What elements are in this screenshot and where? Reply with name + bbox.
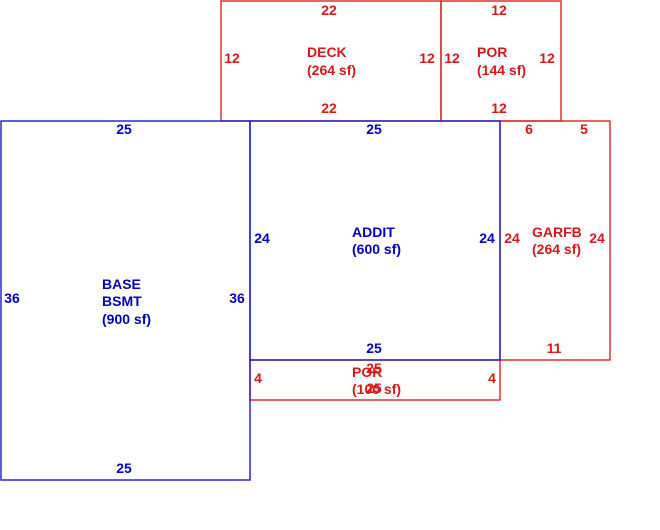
- deck-dim-top: 22: [321, 2, 337, 18]
- por-top-dim-left: 12: [444, 50, 460, 66]
- garfb-dim-top-b: 5: [580, 121, 588, 137]
- addit-dim-left: 24: [254, 230, 270, 246]
- garfb-name: GARFB: [532, 224, 582, 240]
- por-bottom-dim-top: 25: [366, 360, 382, 376]
- base-size: (900 sf): [102, 311, 151, 327]
- addit-dim-right: 24: [479, 230, 495, 246]
- garfb-dim-right: 24: [589, 230, 605, 246]
- deck-size: (264 sf): [307, 62, 356, 78]
- garfb-size: (264 sf): [532, 241, 581, 257]
- deck-dim-left: 12: [224, 50, 240, 66]
- base-name-line2: BSMT: [102, 293, 142, 309]
- addit-outline: [249, 120, 501, 361]
- por-top-dim-bottom: 12: [491, 100, 507, 116]
- garfb-dim-bottom: 11: [547, 340, 562, 356]
- addit-size: (600 sf): [352, 241, 401, 257]
- garfb-dim-left: 24: [504, 230, 520, 246]
- base-dim-bottom: 25: [116, 460, 132, 476]
- por-bottom-size: (100 sf): [352, 381, 401, 397]
- por-bottom-dim-bottom: 25: [366, 380, 382, 396]
- base-name-line1: BASE: [102, 276, 141, 292]
- por-top-dim-right: 12: [539, 50, 555, 66]
- por-top-size: (144 sf): [477, 62, 526, 78]
- addit-dim-top: 25: [366, 121, 382, 137]
- deck-dim-right: 12: [419, 50, 435, 66]
- deck-name: DECK: [307, 44, 347, 60]
- por-top-name: POR: [477, 44, 507, 60]
- por-bottom-dim-left: 4: [254, 370, 262, 386]
- addit-dim-bottom: 25: [366, 340, 382, 356]
- por-bottom-name: POR: [352, 364, 382, 380]
- addit-name: ADDIT: [352, 224, 395, 240]
- por-bottom-dim-right: 4: [488, 370, 496, 386]
- por-top-dim-top: 12: [491, 2, 507, 18]
- base-dim-top: 25: [116, 121, 132, 137]
- garfb-dim-top-a: 6: [525, 121, 533, 137]
- deck-dim-bottom: 22: [321, 100, 337, 116]
- base-dim-left: 36: [4, 290, 20, 306]
- base-dim-right: 36: [229, 290, 245, 306]
